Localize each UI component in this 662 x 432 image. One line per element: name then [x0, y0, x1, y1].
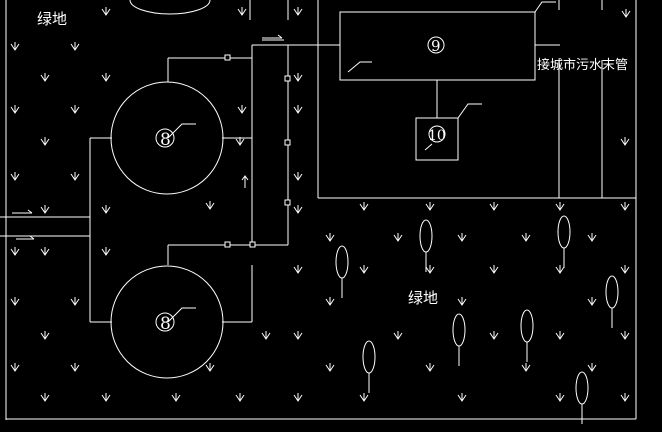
tank-top-partial — [129, 0, 211, 15]
flow-marks — [12, 34, 283, 240]
sewer-connection-label: 接城市污水末管 — [537, 57, 628, 73]
box-large: 9 — [339, 11, 536, 81]
box-large-label: 9 — [431, 37, 441, 55]
pipe-network — [0, 39, 560, 323]
leader-lines — [167, 1, 556, 323]
pipe-fittings — [224, 54, 291, 248]
box-small: 10 — [415, 117, 459, 161]
tank-upper-label: 8 — [160, 130, 171, 150]
green-area-label-mid: 绿地 — [408, 289, 438, 307]
boundary-lines — [5, 0, 637, 420]
green-area-label-top: 绿地 — [37, 10, 67, 28]
trees — [335, 215, 619, 425]
tank-upper: 8 — [110, 81, 224, 195]
tank-lower: 8 — [110, 265, 224, 379]
tank-lower-label: 8 — [160, 314, 171, 334]
box-small-label: 10 — [428, 128, 446, 144]
